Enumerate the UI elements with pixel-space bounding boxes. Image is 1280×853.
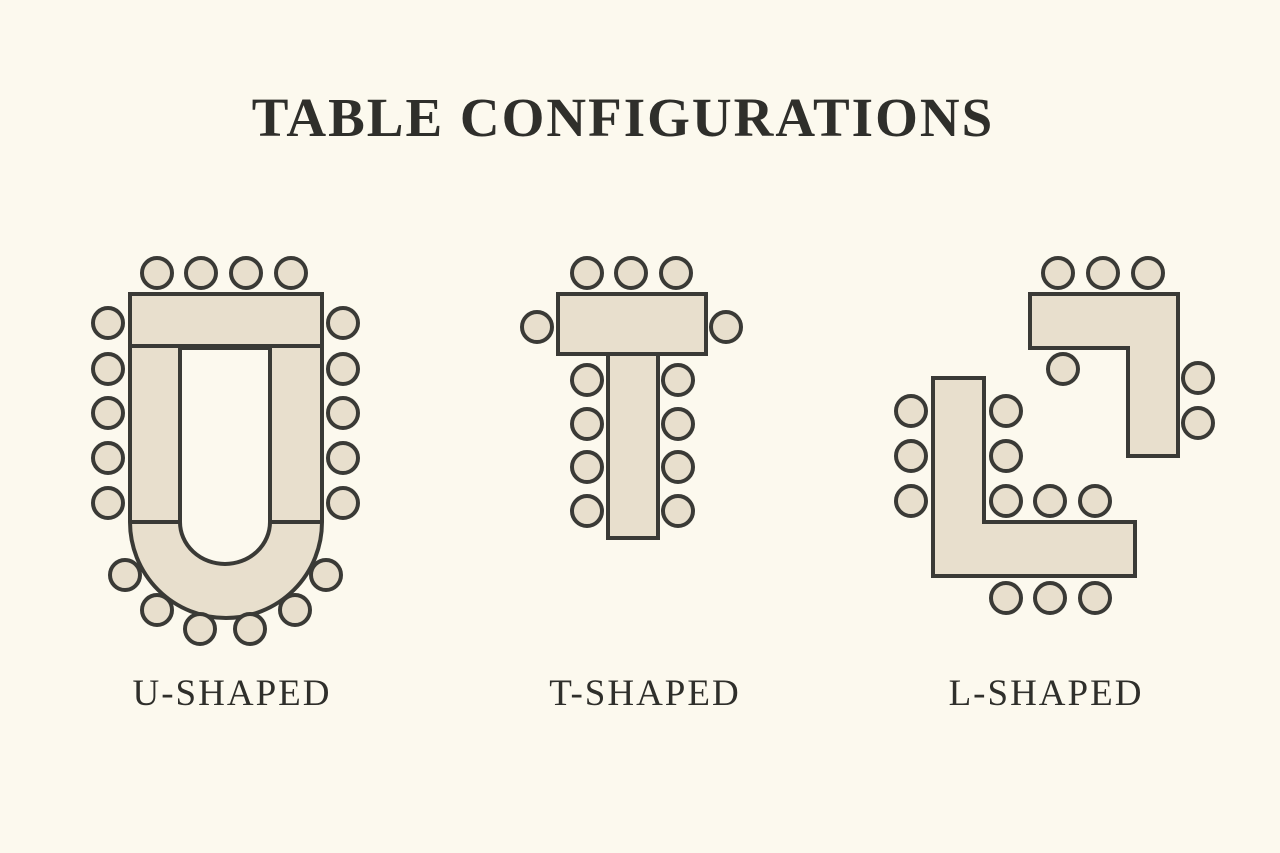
chair: [140, 593, 174, 627]
l-shaped-table-lower: [931, 376, 1137, 578]
chair: [309, 558, 343, 592]
chair: [661, 407, 695, 441]
chair: [233, 612, 267, 646]
chair: [1033, 484, 1067, 518]
chair: [326, 486, 360, 520]
chair: [229, 256, 263, 290]
chair: [570, 256, 604, 290]
t-shaped-label: T-SHAPED: [549, 673, 741, 714]
chair: [326, 441, 360, 475]
chair: [894, 394, 928, 428]
chair: [1181, 361, 1215, 395]
u-shaped-label: U-SHAPED: [132, 673, 332, 714]
chair: [709, 310, 743, 344]
chair: [1078, 484, 1112, 518]
chair: [184, 256, 218, 290]
chair: [91, 396, 125, 430]
chair: [91, 486, 125, 520]
chair: [326, 306, 360, 340]
chair: [661, 450, 695, 484]
chair: [989, 394, 1023, 428]
l-shaped-layout: [894, 256, 1215, 615]
chair: [140, 256, 174, 290]
chair: [326, 352, 360, 386]
chair: [91, 441, 125, 475]
chair: [989, 581, 1023, 615]
l-shaped-table-upper: [1028, 292, 1180, 458]
chair: [570, 494, 604, 528]
chair: [989, 484, 1023, 518]
t-shaped-table: [556, 292, 708, 540]
chair: [570, 450, 604, 484]
chair: [278, 593, 312, 627]
chair: [894, 439, 928, 473]
chair: [108, 558, 142, 592]
chair: [1181, 406, 1215, 440]
t-shaped-layout: [520, 256, 743, 540]
chair: [570, 407, 604, 441]
chair: [520, 310, 554, 344]
u-shaped-table: [128, 292, 324, 620]
l-shaped-label: L-SHAPED: [948, 673, 1144, 714]
chair: [1041, 256, 1075, 290]
chair: [894, 484, 928, 518]
chair: [661, 494, 695, 528]
chair: [1086, 256, 1120, 290]
chair: [1046, 352, 1080, 386]
l-shaped-chairs: [894, 256, 1215, 615]
chair: [661, 363, 695, 397]
chair: [570, 363, 604, 397]
u-shaped-chairs: [91, 256, 360, 646]
chair: [91, 352, 125, 386]
chair: [1131, 256, 1165, 290]
u-shaped-layout: [91, 256, 360, 646]
chair: [614, 256, 648, 290]
page-title: TABLE CONFIGURATIONS: [251, 87, 995, 148]
chair: [91, 306, 125, 340]
chair: [326, 396, 360, 430]
chair: [1033, 581, 1067, 615]
t-shaped-chairs: [520, 256, 743, 528]
chair: [1078, 581, 1112, 615]
chair: [989, 439, 1023, 473]
chair: [183, 612, 217, 646]
chair: [274, 256, 308, 290]
chair: [659, 256, 693, 290]
